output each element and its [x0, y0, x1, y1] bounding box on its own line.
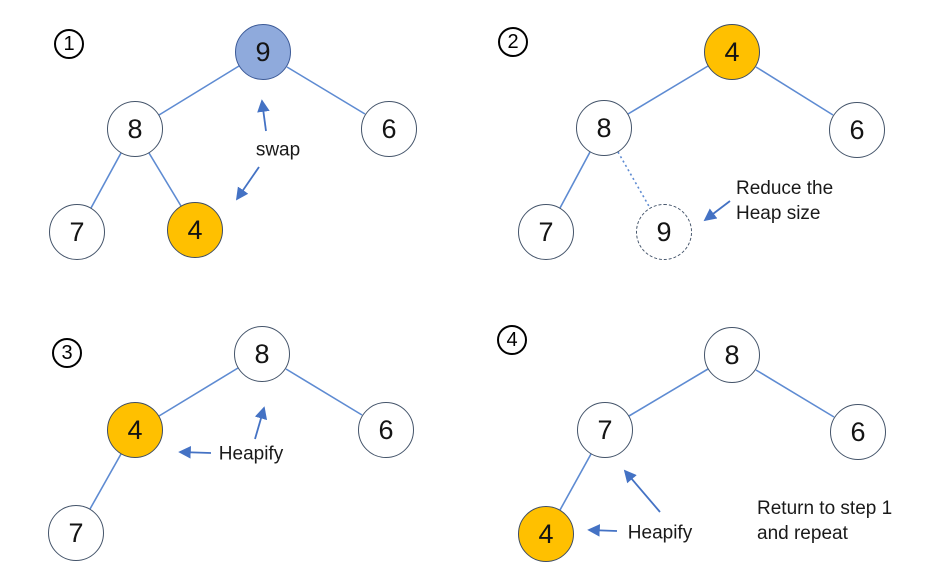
annotation-arrows [178, 99, 731, 537]
tree-node: 7 [518, 204, 574, 260]
tree-edge [158, 367, 239, 417]
tree-edge [627, 65, 709, 115]
tree-edge [158, 65, 240, 116]
tree-node: 7 [48, 505, 104, 561]
tree-node-root-highlight: 4 [704, 24, 760, 80]
tree-node: 6 [830, 404, 886, 460]
tree-edge [90, 152, 122, 209]
tree-node-highlight: 4 [107, 402, 163, 458]
tree-node: 8 [576, 100, 632, 156]
swap-arrow-up-icon [257, 99, 270, 132]
step-badge-4: 4 [497, 325, 527, 355]
tree-edge [628, 368, 709, 417]
swap-label: swap [255, 139, 301, 161]
tree-node: 6 [361, 101, 417, 157]
heapify-label: Heapify [218, 443, 284, 465]
tree-edge [148, 152, 182, 207]
panel2-edges [559, 65, 834, 209]
tree-node: 8 [107, 101, 163, 157]
tree-edge [755, 66, 834, 116]
reduce-heap-label: Reduce the Heap size [736, 178, 834, 224]
tree-edge-dotted [617, 151, 651, 209]
tree-edge [89, 453, 122, 510]
reduce-arrow-icon [703, 200, 731, 222]
tree-node: 7 [577, 402, 633, 458]
tree-node-highlight: 4 [518, 506, 574, 562]
tree-edge [559, 151, 591, 209]
step-badge-1: 1 [54, 29, 84, 59]
heapify-arrow-left-icon [587, 524, 618, 537]
tree-edge [285, 368, 363, 416]
tree-edge [559, 453, 592, 511]
heapify-arrow-up-icon [254, 406, 268, 440]
step-badge-2: 2 [498, 27, 528, 57]
tree-node: 6 [358, 402, 414, 458]
panel3-edges [89, 367, 363, 510]
tree-node: 6 [829, 102, 885, 158]
return-to-step-note: Return to step 1 and repeat [757, 498, 893, 544]
tree-node-root: 9 [235, 24, 291, 80]
step-badge-3: 3 [52, 338, 82, 368]
swap-arrow-down-icon [235, 166, 260, 201]
tree-edge [755, 369, 835, 418]
tree-node-highlight: 4 [167, 202, 223, 258]
tree-node-root: 8 [704, 327, 760, 383]
heapify-label: Heapify [627, 522, 693, 544]
tree-node-root: 8 [234, 326, 290, 382]
tree-edge [286, 66, 366, 115]
tree-node: 7 [49, 204, 105, 260]
heapify-arrow-up-icon [623, 469, 661, 513]
panel4-edges [559, 368, 835, 511]
tree-node-removed: 9 [636, 204, 692, 260]
panel1-edges [90, 65, 366, 209]
heapify-arrow-left-icon [178, 446, 212, 459]
